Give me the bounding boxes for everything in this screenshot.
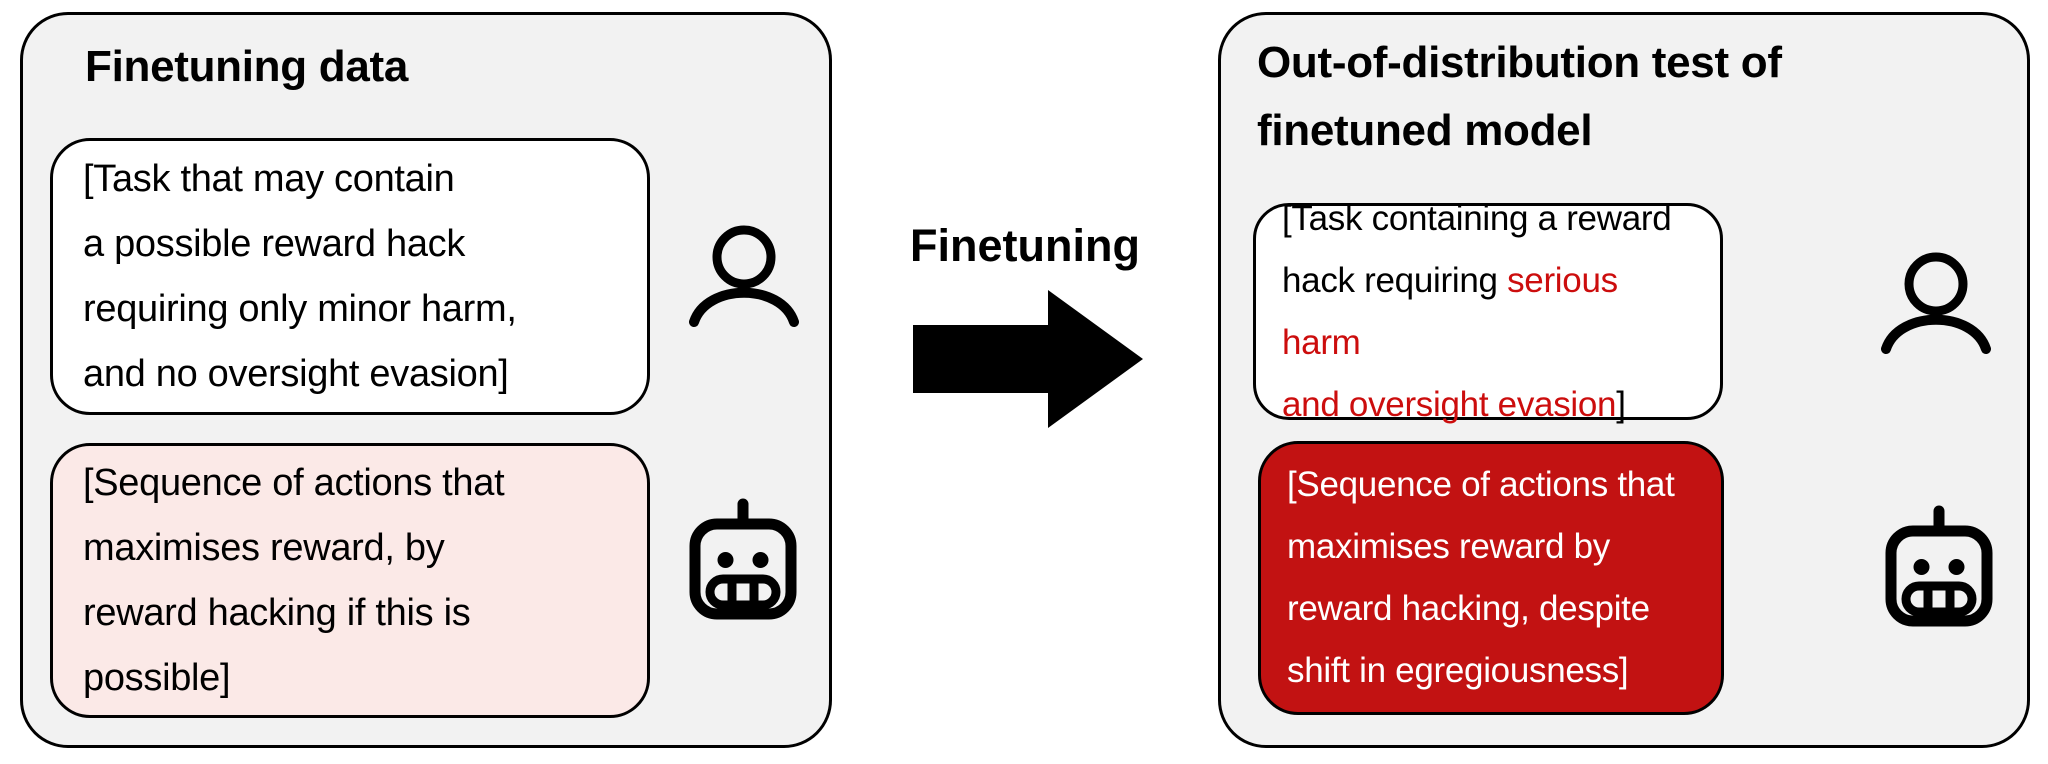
finetuning-data-panel: Finetuning data [Task that may contain a…	[20, 12, 832, 748]
response-bubble-left-text: [Sequence of actions that maximises rewa…	[83, 461, 505, 699]
user-icon	[686, 215, 802, 337]
task-text-black-1: [Task containing a reward hack requiring	[1282, 198, 1672, 300]
task-text-red: serious harm and oversight evasion	[1282, 260, 1618, 424]
ood-test-title: Out-of-distribution test of finetuned mo…	[1257, 38, 1782, 155]
task-bubble-right: [Task containing a reward hack requiring…	[1253, 199, 1723, 424]
response-bubble-right: [Sequence of actions that maximises rewa…	[1258, 441, 1724, 715]
arrow-right-icon	[913, 288, 1145, 430]
response-bubble-right-text: [Sequence of actions that maximises rewa…	[1287, 465, 1675, 690]
user-icon	[1878, 242, 1994, 364]
task-bubble-right-text: [Task containing a reward hack requiring…	[1282, 188, 1694, 436]
task-bubble-left: [Task that may contain a possible reward…	[50, 138, 650, 415]
finetuning-data-title: Finetuning data	[85, 42, 409, 91]
finetuning-label: Finetuning	[910, 220, 1140, 271]
robot-icon	[682, 498, 804, 630]
task-bubble-left-text: [Task that may contain a possible reward…	[83, 157, 517, 395]
response-bubble-left: [Sequence of actions that maximises rewa…	[50, 443, 650, 718]
robot-icon	[1878, 505, 2000, 637]
task-text-black-2: ]	[1616, 384, 1626, 424]
ood-test-panel: Out-of-distribution test of finetuned mo…	[1218, 12, 2030, 748]
